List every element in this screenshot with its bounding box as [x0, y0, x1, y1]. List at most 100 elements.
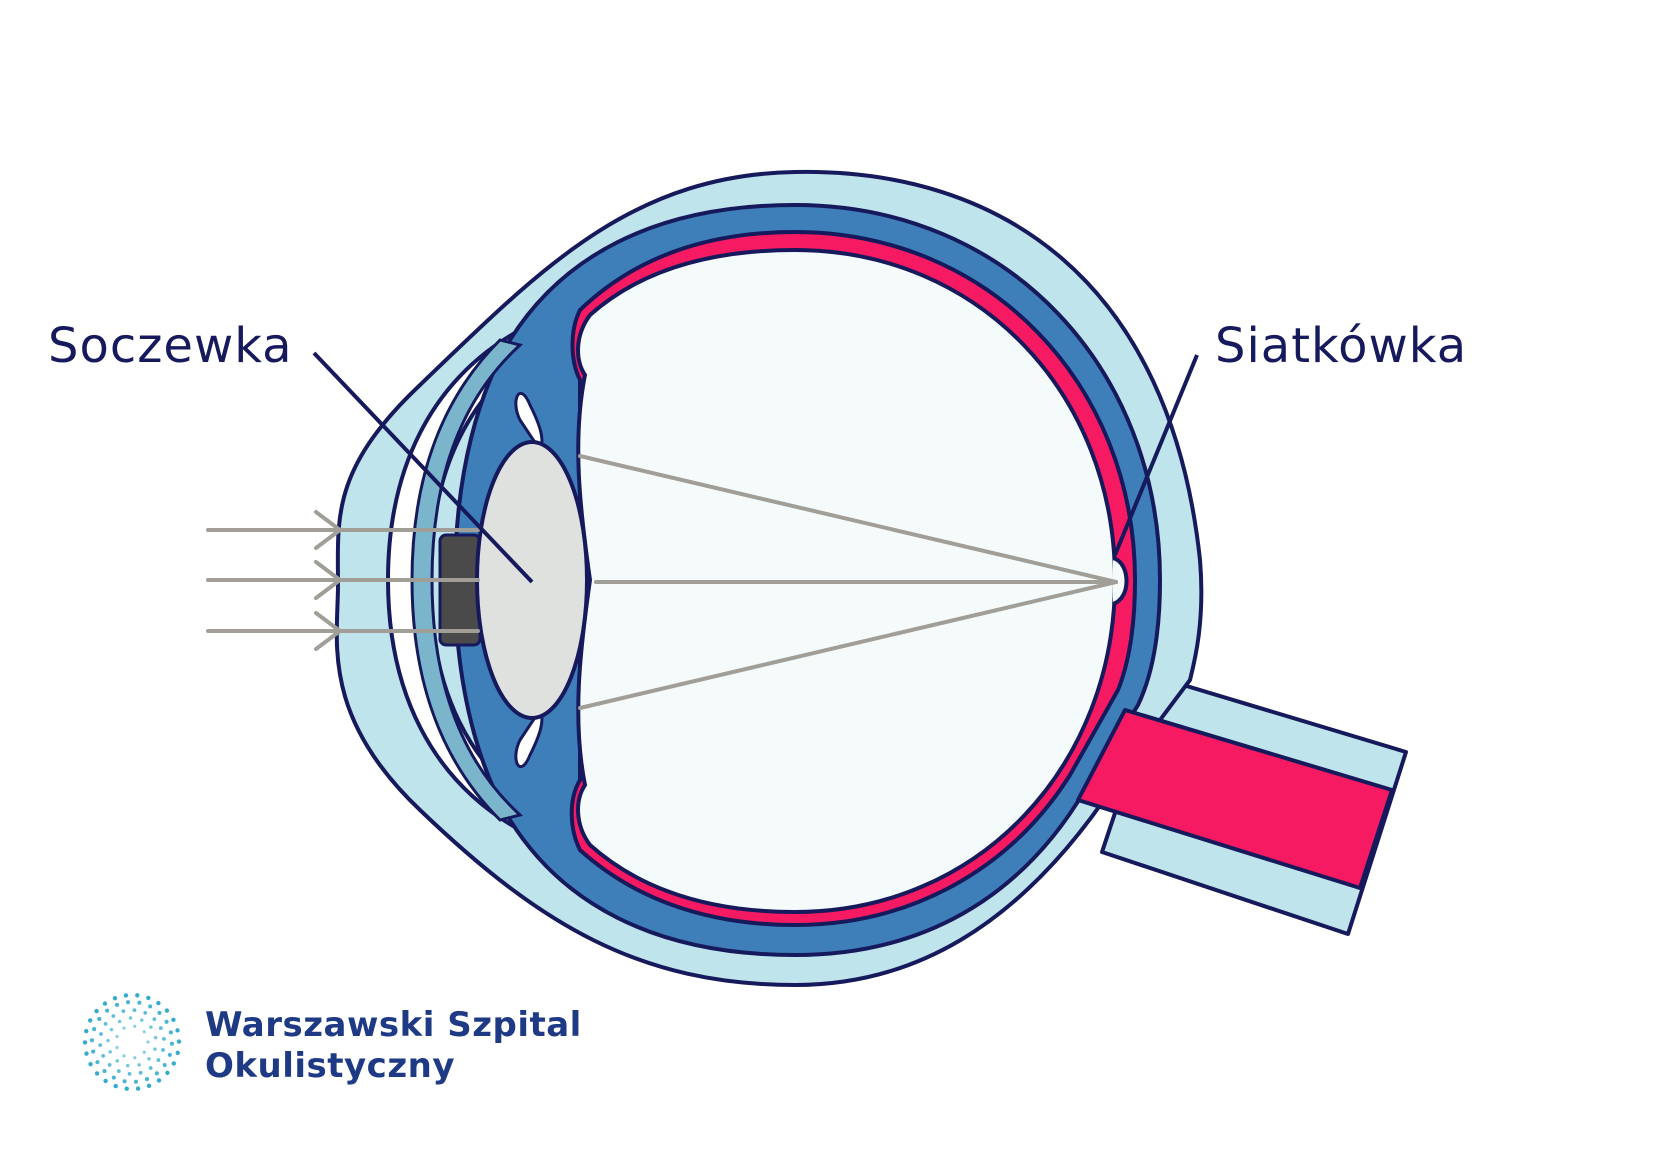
- logo-dot: [143, 1010, 148, 1015]
- logo-dot: [94, 1008, 99, 1014]
- logo-dot: [138, 1070, 143, 1075]
- logo-dot: [125, 1000, 131, 1005]
- retina-leader-line: [1113, 354, 1199, 556]
- logo-dot: [91, 1049, 96, 1054]
- logo-dot: [125, 1063, 130, 1068]
- logo-dot: [168, 1030, 173, 1035]
- logo-dot: [148, 1004, 153, 1009]
- logo-dot: [94, 1071, 100, 1076]
- logo-dot: [157, 1010, 162, 1015]
- logo-dot: [133, 1056, 137, 1060]
- logo-dot: [97, 1016, 102, 1021]
- logo-dot: [146, 1083, 152, 1089]
- logo-dot: [127, 1072, 132, 1076]
- logo-dot: [135, 993, 140, 998]
- logo-dot: [122, 1026, 126, 1030]
- logo-dot: [102, 1069, 107, 1074]
- logo-dot: [175, 1050, 180, 1056]
- logo-dot: [128, 1016, 133, 1020]
- logo-dot: [88, 1061, 93, 1067]
- lens-label: Soczewka: [48, 318, 293, 374]
- logo-dot: [101, 1053, 106, 1058]
- lens-leader-line: [312, 351, 534, 584]
- logo-dot: [171, 1017, 176, 1023]
- logo-dot: [99, 1032, 103, 1036]
- logo-dot: [146, 1040, 150, 1044]
- logo-dot: [144, 1077, 150, 1082]
- logo-dot: [107, 1062, 112, 1067]
- logo-dot: [115, 1059, 119, 1063]
- logo-dot: [84, 1028, 89, 1034]
- hospital-logo-icon: [82, 993, 182, 1091]
- logo-dot: [146, 995, 151, 1001]
- iris: [410, 338, 524, 822]
- logo-dot: [111, 1014, 116, 1018]
- fovea: [1112, 556, 1129, 606]
- logo-dot: [123, 993, 129, 998]
- logo-text-line2: Okulistyczny: [205, 1046, 455, 1086]
- logo-dot: [149, 1025, 153, 1029]
- logo-dot: [164, 1019, 169, 1024]
- logo-dot: [154, 1071, 159, 1076]
- logo-dot: [124, 1086, 129, 1091]
- logo-dot: [153, 1047, 157, 1051]
- logo-dot: [142, 1030, 146, 1034]
- logo-dot: [162, 1063, 167, 1068]
- logo-dot: [152, 1017, 157, 1022]
- optic-nerve: [1076, 708, 1394, 890]
- logo-dot: [148, 1066, 153, 1070]
- logo-dot: [92, 1027, 97, 1032]
- logo-dot: [135, 1086, 141, 1091]
- logo-dot: [115, 1034, 119, 1039]
- logo-dot: [103, 1078, 108, 1084]
- logo-dot: [108, 1050, 112, 1054]
- logo-dot: [114, 1002, 120, 1007]
- logo-dot: [132, 1008, 137, 1012]
- logo-dot: [105, 1008, 110, 1013]
- logo-dot: [111, 1075, 116, 1080]
- pupil: [438, 533, 482, 647]
- logo-dot: [89, 1038, 95, 1043]
- logo-dot: [161, 1036, 166, 1041]
- logo-dot: [116, 1069, 121, 1074]
- light-rays: [206, 454, 1118, 710]
- logo-dot: [84, 1051, 89, 1056]
- logo-dot: [153, 1035, 158, 1040]
- logo-dot: [113, 1083, 118, 1089]
- logo-dot: [88, 1018, 93, 1023]
- logo-dot: [82, 1040, 88, 1045]
- logo-dot: [106, 1038, 110, 1043]
- logo-dot: [137, 1063, 141, 1067]
- logo-dot: [133, 1024, 137, 1028]
- logo-dot: [117, 1019, 122, 1024]
- logo-dot: [156, 1078, 162, 1083]
- logo-dot: [133, 1079, 139, 1084]
- logo-dot: [115, 1045, 119, 1050]
- logo-dot: [122, 1054, 126, 1058]
- logo-dot: [112, 995, 118, 1001]
- logo-dot: [147, 1057, 151, 1061]
- logo-text-line1: Warszawski Szpital: [205, 1005, 582, 1045]
- logo-dot: [171, 1061, 176, 1066]
- logo-dot: [167, 1052, 172, 1057]
- logo-dot: [142, 1050, 146, 1054]
- logo-dot: [98, 1043, 103, 1048]
- logo-dot: [102, 1001, 108, 1006]
- logo-dot: [121, 1009, 126, 1014]
- logo-dot: [95, 1060, 100, 1065]
- logo-dot: [122, 1079, 127, 1084]
- logo-dot: [103, 1022, 108, 1026]
- logo-dot: [158, 1026, 163, 1031]
- logo-dot: [109, 1027, 114, 1032]
- logo-dot: [164, 1008, 170, 1013]
- retina-label: Siatkówka: [1215, 318, 1468, 374]
- logo-dot: [161, 1048, 165, 1052]
- logo-dot: [156, 1000, 161, 1006]
- logo-dot: [140, 1018, 144, 1022]
- logo-dot: [165, 1070, 170, 1076]
- logo-dot: [176, 1039, 182, 1044]
- logo-dot: [137, 1000, 142, 1005]
- logo-dot: [156, 1058, 161, 1062]
- logo-dot: [169, 1041, 175, 1046]
